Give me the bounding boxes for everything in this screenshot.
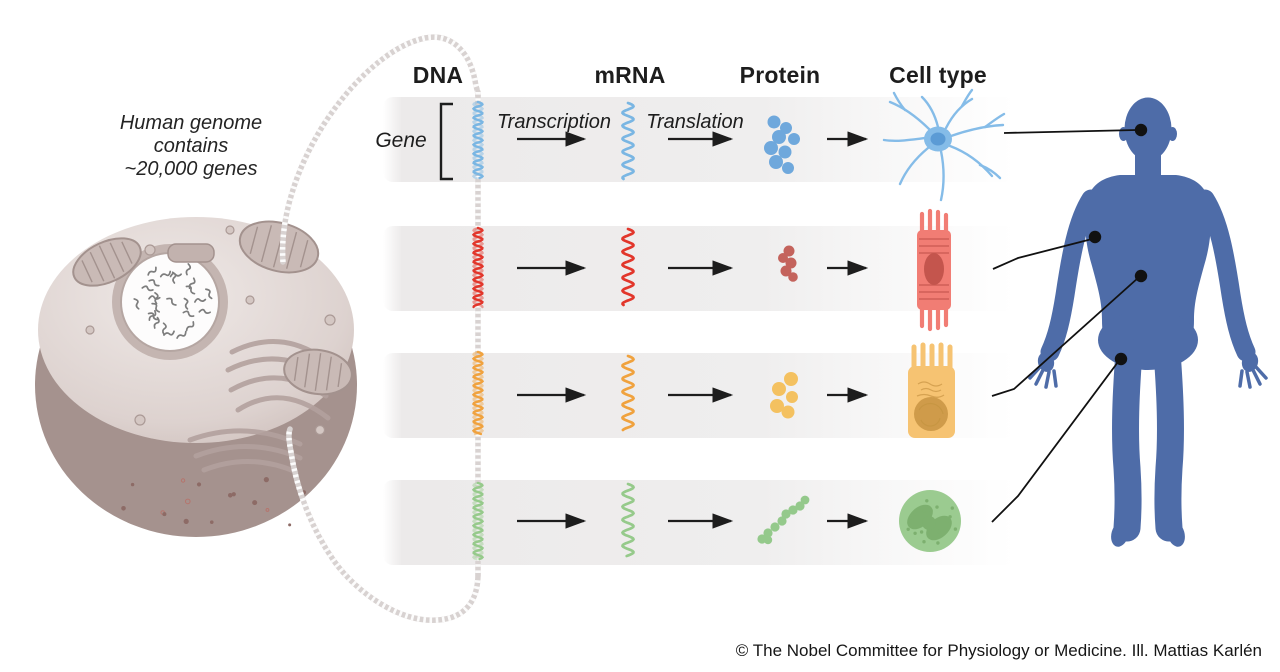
column-header-celltype: Cell type <box>889 62 987 88</box>
body-right-leg <box>1153 338 1184 542</box>
muscle-cell-icon <box>917 208 951 332</box>
muscle-cell-nucleus <box>924 253 944 285</box>
protein-muscle <box>778 245 798 282</box>
column-header-mrna: mRNA <box>594 62 666 88</box>
copyright-credit: © The Nobel Committee for Physiology or … <box>735 641 1262 660</box>
mrna-nerve <box>620 101 636 181</box>
gene-segment-nerve <box>471 100 485 180</box>
gene-segments <box>471 100 485 561</box>
row-bands <box>383 97 1015 565</box>
neuron-nucleus <box>930 132 946 146</box>
transcription-label: Transcription <box>496 111 612 133</box>
column-header-protein: Protein <box>739 62 821 88</box>
body-torso <box>1085 175 1211 362</box>
mitochondrion <box>238 220 320 274</box>
note-line-1: Human genome <box>119 112 263 134</box>
body-head <box>1124 97 1172 161</box>
gene-bracket <box>439 102 453 181</box>
target-dot-arm <box>1088 230 1102 244</box>
body-left-leg <box>1112 338 1143 542</box>
gene-segment-intestinal <box>471 350 485 436</box>
immune-cell-nucleus <box>907 504 952 541</box>
human-genome-note: Human genome contains ~20,000 genes <box>96 112 286 182</box>
gene-label: Gene <box>375 129 427 152</box>
body-right-arm <box>1195 189 1256 362</box>
human-body-silhouette <box>1028 97 1268 547</box>
target-dot-abdomen <box>1134 269 1148 283</box>
mitochondrion <box>283 348 353 396</box>
gene-segment-muscle <box>471 226 485 309</box>
mrna-intestinal <box>621 354 636 432</box>
mitochondrion <box>72 237 142 287</box>
gene-segment-nerve-strand2 <box>471 100 485 180</box>
target-dot-head <box>1134 123 1148 137</box>
connector-muscle-to-arm <box>992 238 1093 270</box>
gene-segment-immune <box>471 481 485 561</box>
note-line-3: ~20,000 genes <box>124 158 258 181</box>
mrna-muscle <box>620 227 636 307</box>
vesicles <box>85 225 336 436</box>
process-arrows <box>517 131 869 529</box>
column-header-dna: DNA <box>412 62 464 88</box>
mrna-molecules <box>620 101 636 558</box>
body-connectors <box>991 123 1148 523</box>
target-dot-thigh <box>1114 352 1128 366</box>
immune-cell-granules <box>906 499 958 545</box>
protein-nerve <box>764 115 800 174</box>
nucleus <box>112 244 228 360</box>
gene-segment-immune-strand2 <box>471 481 485 561</box>
organelle-blob <box>167 243 215 263</box>
connector-immune-to-thigh <box>991 361 1119 523</box>
protein-intestinal <box>770 372 798 419</box>
connector-nerve-to-head <box>1003 129 1138 134</box>
immune-cell-icon <box>899 490 961 552</box>
body-left-arm <box>1040 189 1101 362</box>
note-line-2: contains <box>153 135 229 158</box>
cell-illustration <box>35 217 357 537</box>
mrna-immune <box>620 482 636 558</box>
intestinal-cell-icon <box>908 342 955 438</box>
row-band-4 <box>383 480 1015 565</box>
dna-strand-loop <box>279 34 481 623</box>
connector-intestinal-to-abdomen <box>991 277 1139 397</box>
gene-segment-intestinal-strand2 <box>471 350 485 436</box>
neuron-icon <box>882 88 1006 202</box>
protein-immune <box>757 495 810 545</box>
translation-label: Translation <box>646 111 744 133</box>
chromosomes <box>133 263 213 339</box>
gene-segment-muscle-strand2 <box>471 226 485 309</box>
